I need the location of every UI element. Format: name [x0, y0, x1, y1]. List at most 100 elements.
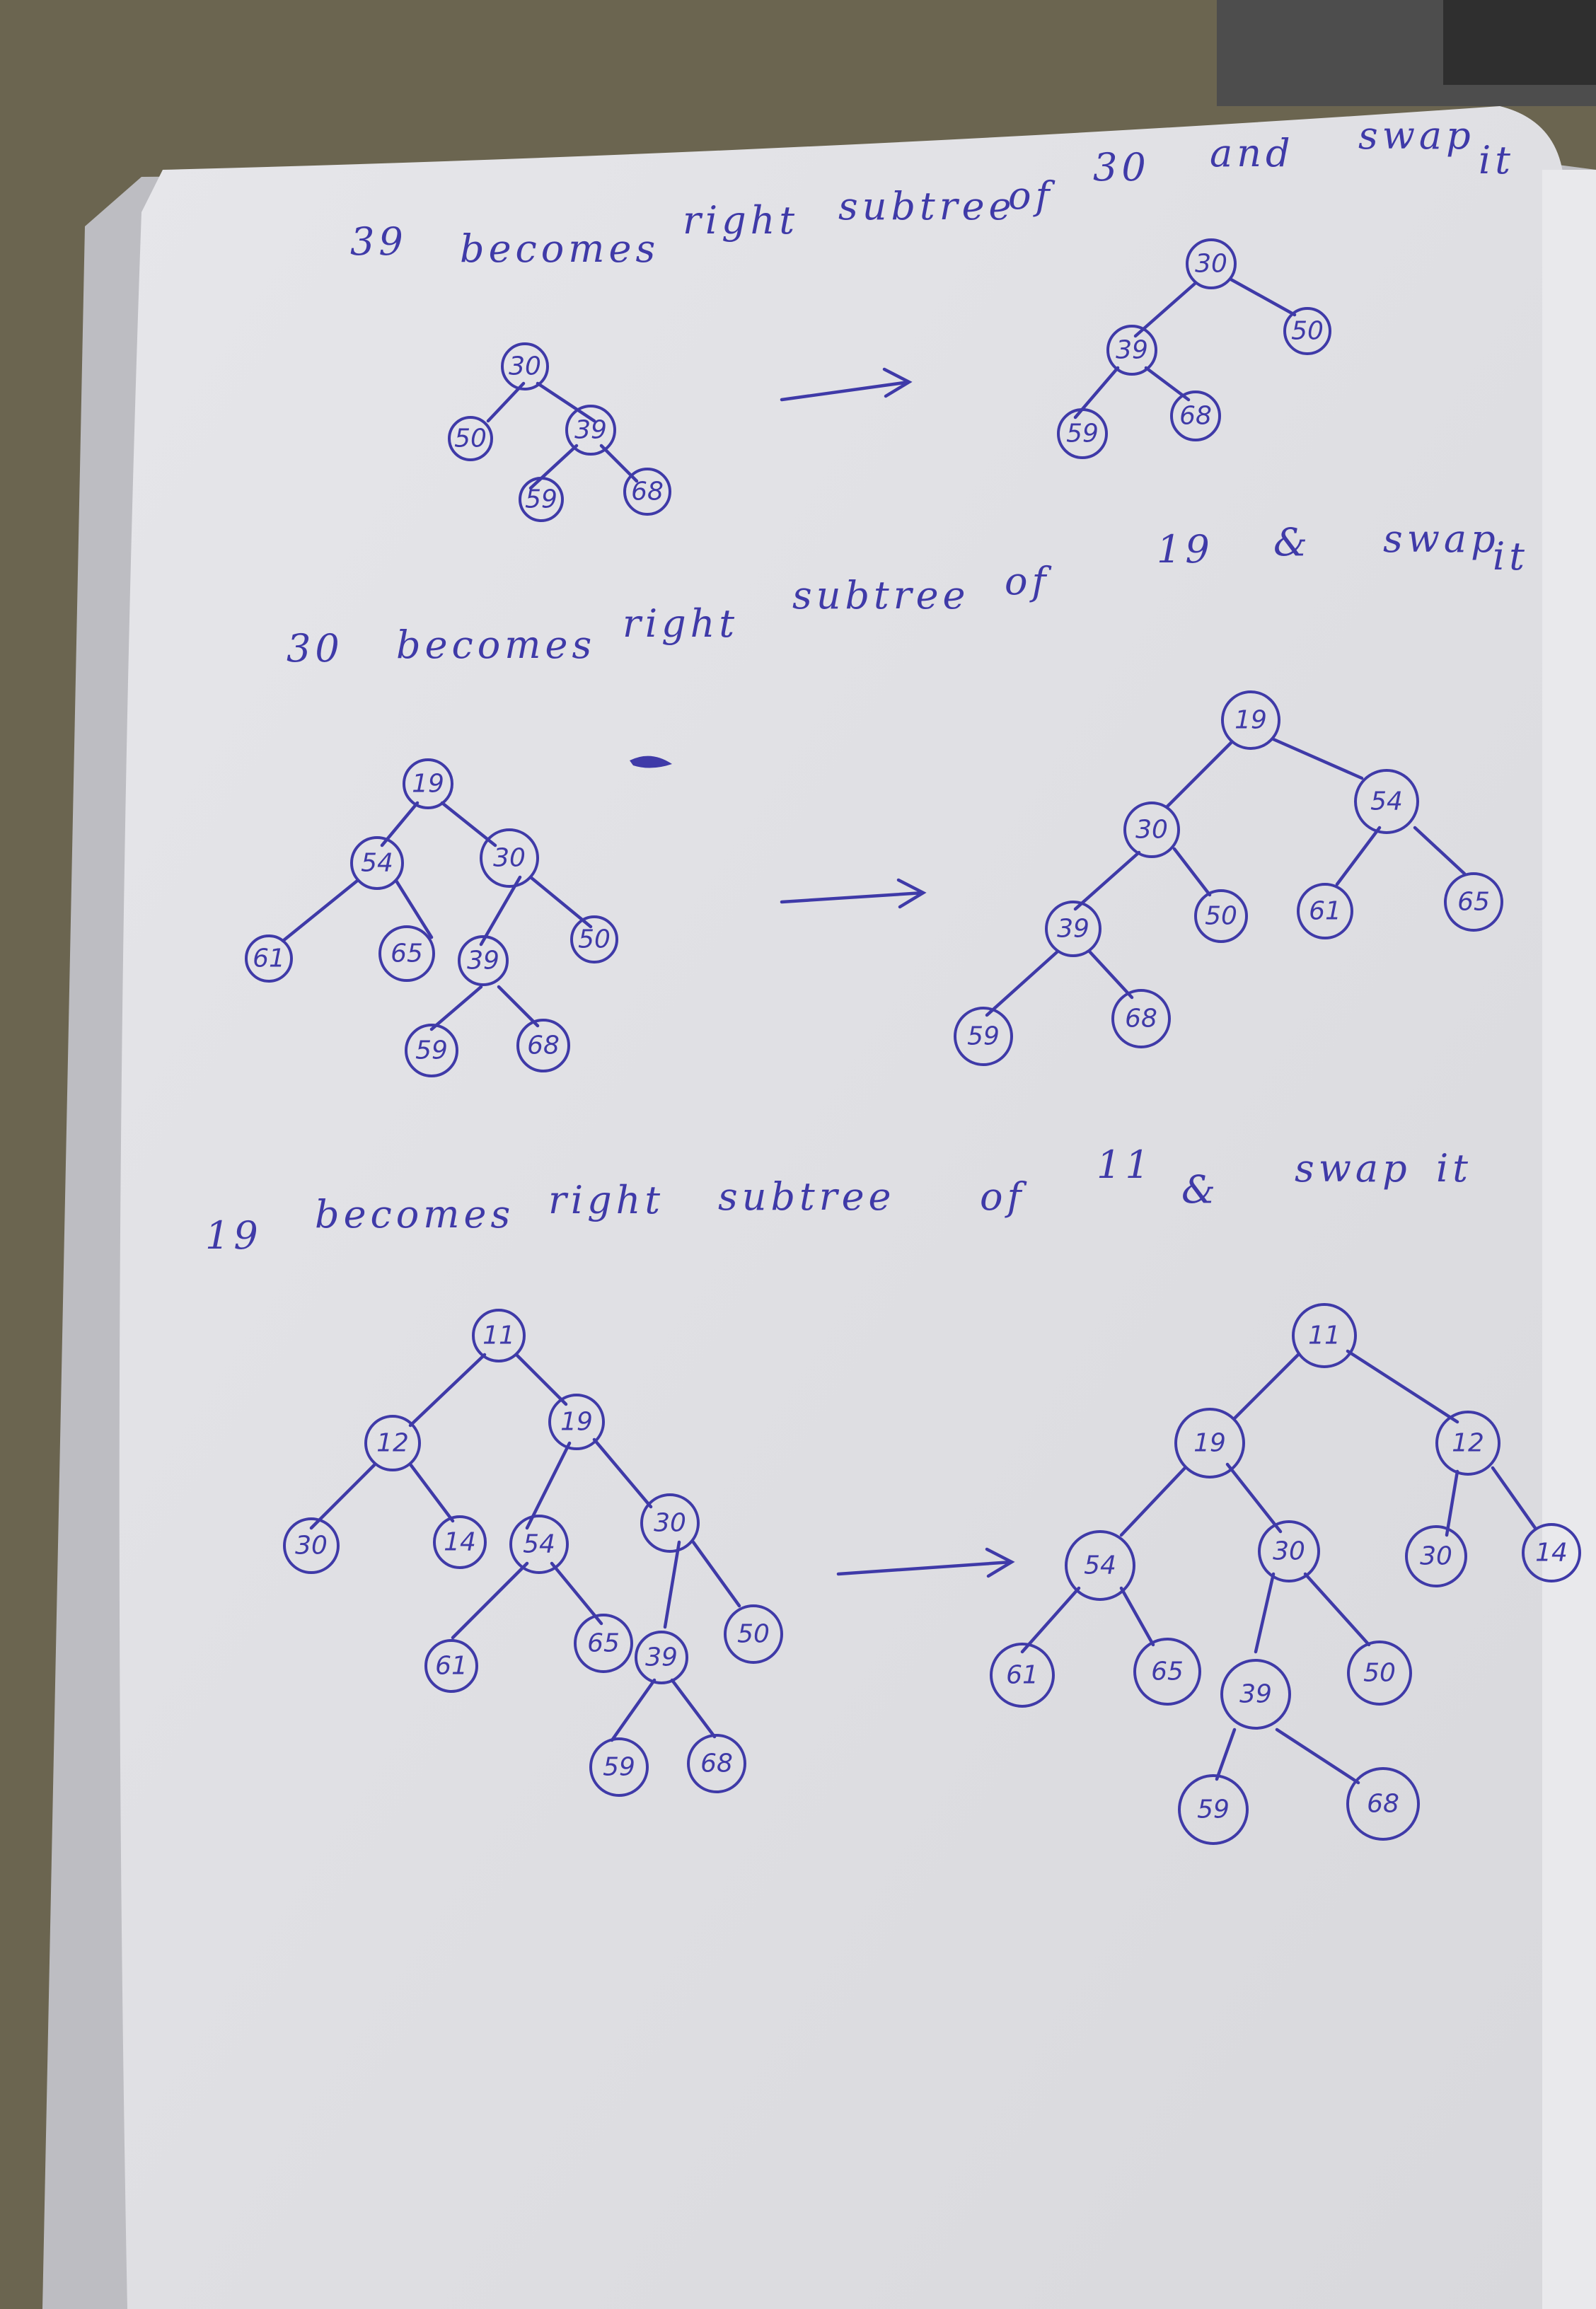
- tree-node: 61: [990, 1643, 1055, 1708]
- tree-node: 59: [954, 1007, 1013, 1066]
- svg-text:61: 61: [1309, 897, 1341, 926]
- svg-text:65: 65: [1457, 888, 1490, 917]
- step1-heading: 39 becomes right subtree of 30 and swap …: [350, 113, 1515, 271]
- step3-heading: 19 becomes right subtree of 11 & swap it: [205, 1142, 1472, 1258]
- tree-node: 59: [589, 1737, 649, 1797]
- step3-number: 19: [205, 1213, 262, 1258]
- object-dark-corner: [1443, 0, 1596, 85]
- tree-node: 68: [516, 1019, 570, 1072]
- tree-node: 68: [687, 1734, 746, 1793]
- tree-node: 65: [1444, 872, 1503, 932]
- step2-word-it: it: [1493, 534, 1529, 579]
- svg-text:39: 39: [574, 416, 607, 445]
- tree-node: 39: [1045, 901, 1101, 957]
- svg-text:50: 50: [1205, 902, 1237, 931]
- svg-text:30: 30: [1273, 1537, 1305, 1566]
- svg-text:50: 50: [1363, 1659, 1396, 1688]
- tree-node: 30: [1123, 802, 1180, 858]
- tree-node: 11: [472, 1309, 526, 1362]
- svg-text:54: 54: [1084, 1551, 1116, 1580]
- step1-word-it: it: [1479, 138, 1515, 183]
- notebook-page: [119, 106, 1596, 2309]
- step2-target-number: 19: [1157, 527, 1214, 572]
- tree3-before-edges: [309, 1353, 741, 1742]
- tree-node: 54: [1065, 1530, 1135, 1601]
- arrow-right-icon: [780, 367, 913, 402]
- tree-node: 12: [364, 1415, 421, 1471]
- tree-node: 50: [1194, 889, 1248, 943]
- tree-node: 14: [1522, 1523, 1581, 1582]
- tree-node: 30: [1405, 1525, 1467, 1587]
- step3-word-becomes: becomes: [315, 1192, 514, 1237]
- tree-node: 54: [1354, 769, 1419, 834]
- tree2-before: 19 54 30 61 65 39 50 59 68: [245, 758, 618, 1077]
- svg-text:59: 59: [603, 1753, 635, 1782]
- svg-text:39: 39: [1116, 336, 1148, 365]
- tree2-after-edges: [985, 737, 1467, 1017]
- svg-text:50: 50: [578, 925, 611, 954]
- svg-text:61: 61: [253, 944, 285, 973]
- tree-node: 39: [635, 1631, 688, 1684]
- svg-text:30: 30: [295, 1532, 328, 1561]
- svg-text:59: 59: [415, 1036, 448, 1065]
- svg-text:11: 11: [482, 1321, 515, 1350]
- tree-node: 50: [570, 915, 618, 963]
- svg-text:65: 65: [587, 1629, 620, 1658]
- tree-node: 39: [458, 935, 509, 986]
- tree-node: 12: [1435, 1411, 1500, 1476]
- tree-node: 50: [724, 1604, 783, 1664]
- step3-word-it: it: [1436, 1146, 1472, 1191]
- svg-text:30: 30: [654, 1509, 686, 1538]
- svg-text:19: 19: [412, 770, 444, 799]
- svg-text:50: 50: [454, 424, 487, 453]
- tree1-before-edges: [486, 381, 639, 490]
- step1-number: 39: [350, 219, 407, 264]
- tree3-after-edges: [1020, 1349, 1537, 1785]
- svg-text:61: 61: [435, 1652, 468, 1681]
- step1-target-number: 30: [1093, 145, 1150, 190]
- tree-node: 68: [623, 468, 671, 516]
- svg-text:30: 30: [1135, 816, 1168, 845]
- svg-text:68: 68: [1367, 1790, 1399, 1819]
- scribble-mark: [630, 756, 672, 768]
- tree-node: 30: [480, 828, 539, 888]
- svg-text:54: 54: [523, 1530, 555, 1559]
- svg-text:61: 61: [1006, 1661, 1039, 1690]
- tree-node: 30: [640, 1493, 700, 1553]
- arrow-right-icon: [836, 1547, 1015, 1578]
- step2-word-swap: swap: [1383, 516, 1500, 561]
- tree-node: 19: [403, 758, 453, 809]
- svg-text:59: 59: [525, 485, 557, 514]
- step2-heading: 30 becomes right subtree of 19 & swap it: [287, 516, 1529, 671]
- tree-node: 39: [565, 405, 616, 456]
- svg-text:65: 65: [1151, 1657, 1184, 1686]
- tree3-after: 11 19 12 54 30 30 14 61 65 39 50 59 68: [990, 1303, 1581, 1845]
- step2-word-becomes: becomes: [396, 623, 596, 667]
- tree2-after: 19 30 54 39 50 61 65 59 68: [954, 690, 1503, 1066]
- svg-text:65: 65: [391, 939, 423, 968]
- tree-node: 30: [1186, 238, 1237, 289]
- arrow-3: [836, 1547, 1015, 1578]
- arrow-right-icon: [780, 878, 927, 909]
- step3-word-subtree: subtree: [718, 1174, 896, 1219]
- tree-node: 19: [1221, 690, 1280, 750]
- step3-word-of: of: [980, 1174, 1027, 1219]
- svg-text:39: 39: [1057, 915, 1089, 944]
- svg-text:19: 19: [1193, 1429, 1226, 1458]
- svg-text:59: 59: [967, 1022, 1000, 1051]
- tree1-after: 30 39 50 59 68: [1057, 238, 1331, 459]
- step1-word-subtree: subtree: [838, 184, 1016, 228]
- step3-word-swap: swap: [1295, 1146, 1411, 1191]
- svg-text:54: 54: [361, 849, 393, 878]
- svg-text:30: 30: [1420, 1542, 1452, 1571]
- tree-node: 65: [574, 1614, 633, 1673]
- tree1-before: 30 50 39 59 68: [448, 342, 671, 522]
- tree-node: 50: [1347, 1640, 1412, 1706]
- step2-word-subtree: subtree: [792, 573, 970, 618]
- step1-word-of: of: [1008, 173, 1056, 218]
- tree-node: 19: [548, 1394, 605, 1450]
- tree-node: 59: [1057, 408, 1108, 459]
- tree2-before-edges: [281, 801, 593, 1031]
- svg-text:50: 50: [737, 1620, 770, 1649]
